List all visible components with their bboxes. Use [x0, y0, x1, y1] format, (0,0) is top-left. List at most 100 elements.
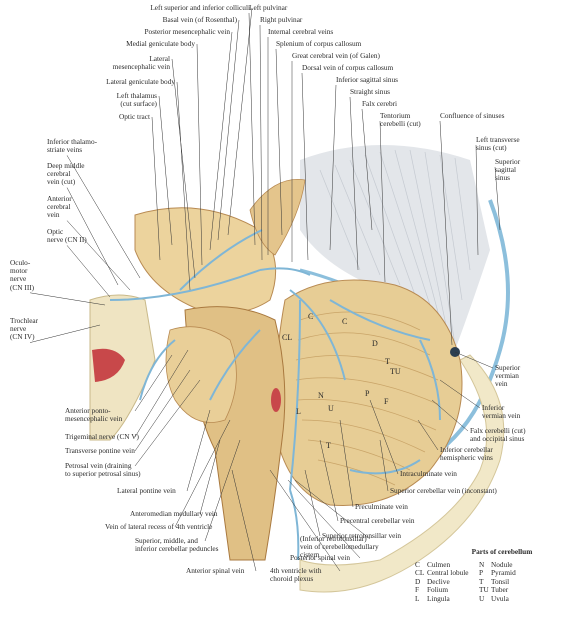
leader-labels-top-5: [176, 81, 191, 291]
sinus-red: [92, 348, 125, 382]
legend-part-name: Culmen: [427, 559, 451, 569]
region-letter-11: T: [326, 441, 331, 450]
skull-section: [299, 354, 505, 593]
leader-labels-top-13: [29, 324, 101, 343]
labels-right-8: Superior retrotonsillar vein: [322, 531, 402, 540]
leader-labels-upper-right-11: [475, 144, 479, 256]
labels-bottom-left-10: Posterior spinal vein: [290, 553, 350, 562]
legend-code: T: [479, 576, 484, 586]
legend-row: C Culmen N Nodule: [415, 559, 575, 570]
labels-top-0: Left superior and inferior colliculi: [150, 3, 250, 12]
legend-code: F: [415, 585, 420, 595]
labels-top-6: Left thalamus (cut surface): [116, 91, 157, 109]
legend-part-name: Central lobule: [427, 568, 469, 578]
leader-labels-top-6: [158, 95, 173, 246]
leader-labels-top-12: [29, 292, 106, 306]
legend-part-name: Lingula: [427, 593, 450, 603]
labels-bottom-left-0: Anterior ponto- mesencephalic vein: [65, 406, 123, 424]
labels-right-1: Inferior vermian vein: [482, 403, 521, 421]
leader-labels-bottom-left-11: [294, 479, 371, 540]
labels-upper-right-5: Dorsal vein of corpus callosum: [302, 63, 394, 72]
labels-upper-right-1: Right pulvinar: [260, 15, 303, 24]
legend-code: U: [479, 593, 485, 603]
labels-upper-right-3: Splenium of corpus callosum: [276, 39, 362, 48]
red-spot: [271, 388, 281, 412]
veins: [109, 229, 441, 561]
leader-labels-bottom-left-5: [199, 439, 221, 515]
labels-top-10: Anterior cerebral vein: [47, 194, 72, 220]
legend-part-name: Tonsil: [491, 576, 510, 586]
labels-bottom-left-9: 4th ventricle with choroid plexus: [270, 566, 322, 584]
labels-top-9: Deep middle cerebral vein (cut): [47, 161, 85, 187]
leader-labels-right-1: [439, 379, 481, 409]
legend-part-name: Nodule: [491, 559, 513, 569]
falx-striations: [319, 149, 471, 346]
legend-title: Parts of cerebellum: [471, 547, 533, 556]
leader-labels-upper-right-8: [361, 108, 373, 231]
labels-bottom-left-6: Vein of lateral recess of 4th ventricle: [105, 522, 213, 531]
leader-labels-top-8: [66, 155, 141, 279]
labels-upper-right-6: Inferior sagittal sinus: [336, 75, 399, 84]
leader-labels-upper-right-5: [301, 72, 309, 261]
leader-labels-right-4: [369, 399, 399, 475]
leader-labels-bottom-left-3: [134, 379, 201, 467]
labels-upper-right-0: Left pulvinar: [249, 3, 288, 12]
leader-labels-bottom-left-4: [186, 409, 211, 492]
leader-labels-right-5: [379, 439, 389, 492]
region-letter-5: TU: [390, 367, 401, 376]
labels-top-8: Inferior thalamo- striate veins: [47, 137, 98, 155]
region-letter-7: N: [318, 391, 324, 400]
region-letter-1: C: [342, 317, 348, 326]
labels-right-4: Intraculminate vein: [400, 469, 457, 478]
leader-labels-top-1: [217, 19, 240, 241]
leader-labels-right-6: [339, 419, 354, 508]
labels-top-13: Trochlear nerve (CN IV): [10, 316, 39, 342]
leader-labels-top-10: [66, 220, 131, 291]
labels-top-2: Posterior mesencephalic vein: [144, 27, 230, 36]
labels-upper-right-9: Tentorium cerebelli (cut): [380, 111, 421, 129]
labels-right-6: Preculminate vein: [355, 502, 408, 511]
leader-labels-bottom-left-9: [269, 469, 341, 572]
labels-right-3: Inferior cerebellar hemispheric veins: [440, 445, 493, 463]
legend-part-name: Declive: [427, 576, 450, 586]
region-letter-2: CL: [282, 333, 293, 342]
labels-upper-right-7: Straight sinus: [350, 87, 390, 96]
leader-lines: [29, 7, 501, 572]
leader-labels-upper-right-6: [329, 84, 337, 251]
leader-labels-top-11: [66, 245, 111, 298]
labels-top-7: Optic tract: [119, 112, 150, 121]
leader-labels-top-2: [209, 31, 233, 251]
legend-code: C: [415, 559, 420, 569]
labels-right-2: Falx cerebelli (cut) and occipital sinus: [470, 426, 526, 444]
leader-labels-top-3: [196, 43, 203, 266]
labels-top-3: Medial geniculate body: [126, 39, 195, 48]
labels-bottom-left-7: Superior, middle, and inferior cerebella…: [135, 536, 219, 554]
labels-bottom-left-11: (Inferior retrotonsillar) vein of cerebe…: [300, 534, 379, 560]
leader-labels-right-8: [304, 469, 321, 537]
labels-bottom-left-5: Anteromedian medullary vein: [130, 509, 218, 518]
legend-code: CL: [415, 568, 425, 578]
thalamus: [134, 207, 277, 314]
legend-part-name: Uvula: [491, 593, 509, 603]
superior-sagittal-sinus: [438, 199, 510, 452]
region-letter-6: P: [365, 389, 370, 398]
leader-labels-upper-right-9: [379, 120, 386, 283]
labels-upper-right-8: Falx cerebri: [362, 99, 398, 108]
leader-labels-upper-right-10: [439, 120, 453, 346]
leader-labels-top-0: [227, 7, 253, 236]
legend-code: N: [479, 559, 485, 569]
labels-right-0: Superior vermian vein: [495, 363, 521, 389]
region-letter-3: D: [372, 339, 378, 348]
region-letter-9: L: [296, 407, 301, 416]
leader-labels-upper-right-7: [349, 96, 359, 271]
leader-labels-upper-right-12: [494, 166, 501, 231]
region-letter-0: C: [308, 312, 314, 321]
labels-upper-right-11: Left transverse sinus (cut): [476, 135, 520, 153]
labels-top-5: Lateral geniculate body: [106, 77, 175, 86]
